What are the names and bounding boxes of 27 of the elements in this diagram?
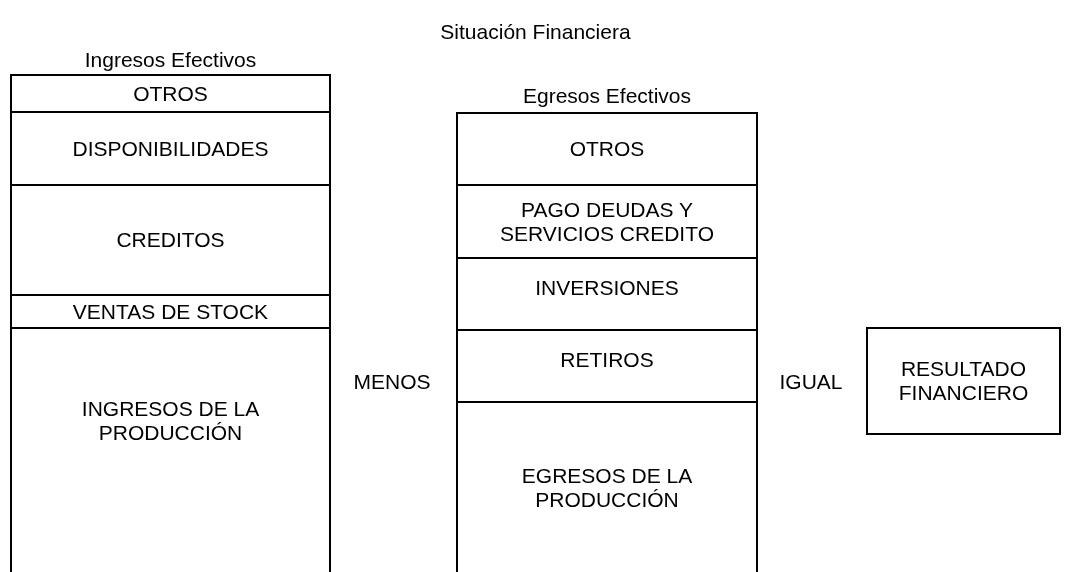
segment-label: CREDITOS [115,228,226,252]
operator-label: IGUAL [778,370,844,394]
segment-label: INGRESOS DE LA PRODUCCIÓN [80,396,261,445]
diagram-title: Situación Financiera [439,20,632,44]
segment-label: PAGO DEUDAS Y SERVICIOS CREDITO [499,197,715,246]
segment-label: INVERSIONES [534,276,680,300]
segment-label: VENTAS DE STOCK [71,299,270,324]
segment-label: OTROS [132,81,209,106]
stack-segment [456,257,758,331]
segment-label: DISPONIBILIDADES [71,136,270,161]
segment-label: RETIROS [559,348,655,372]
stack-segment [10,74,331,113]
stack-segment [10,294,331,329]
segment-label: RESULTADO FINANCIERO [897,357,1030,405]
segment-label: OTROS [568,137,646,161]
stack-segment [10,327,331,572]
operator-label: MENOS [352,370,432,394]
stack-segment [456,329,758,403]
stack-segment [456,112,758,186]
stack-segment [456,401,758,572]
segment-label: EGRESOS DE LA PRODUCCIÓN [520,463,694,512]
column-heading: Egresos Efectivos [521,84,693,109]
stack-segment [10,111,331,186]
stack-segment [456,184,758,259]
stack-segment [10,184,331,296]
column-heading: Ingresos Efectivos [83,48,258,73]
result-box [866,327,1061,435]
